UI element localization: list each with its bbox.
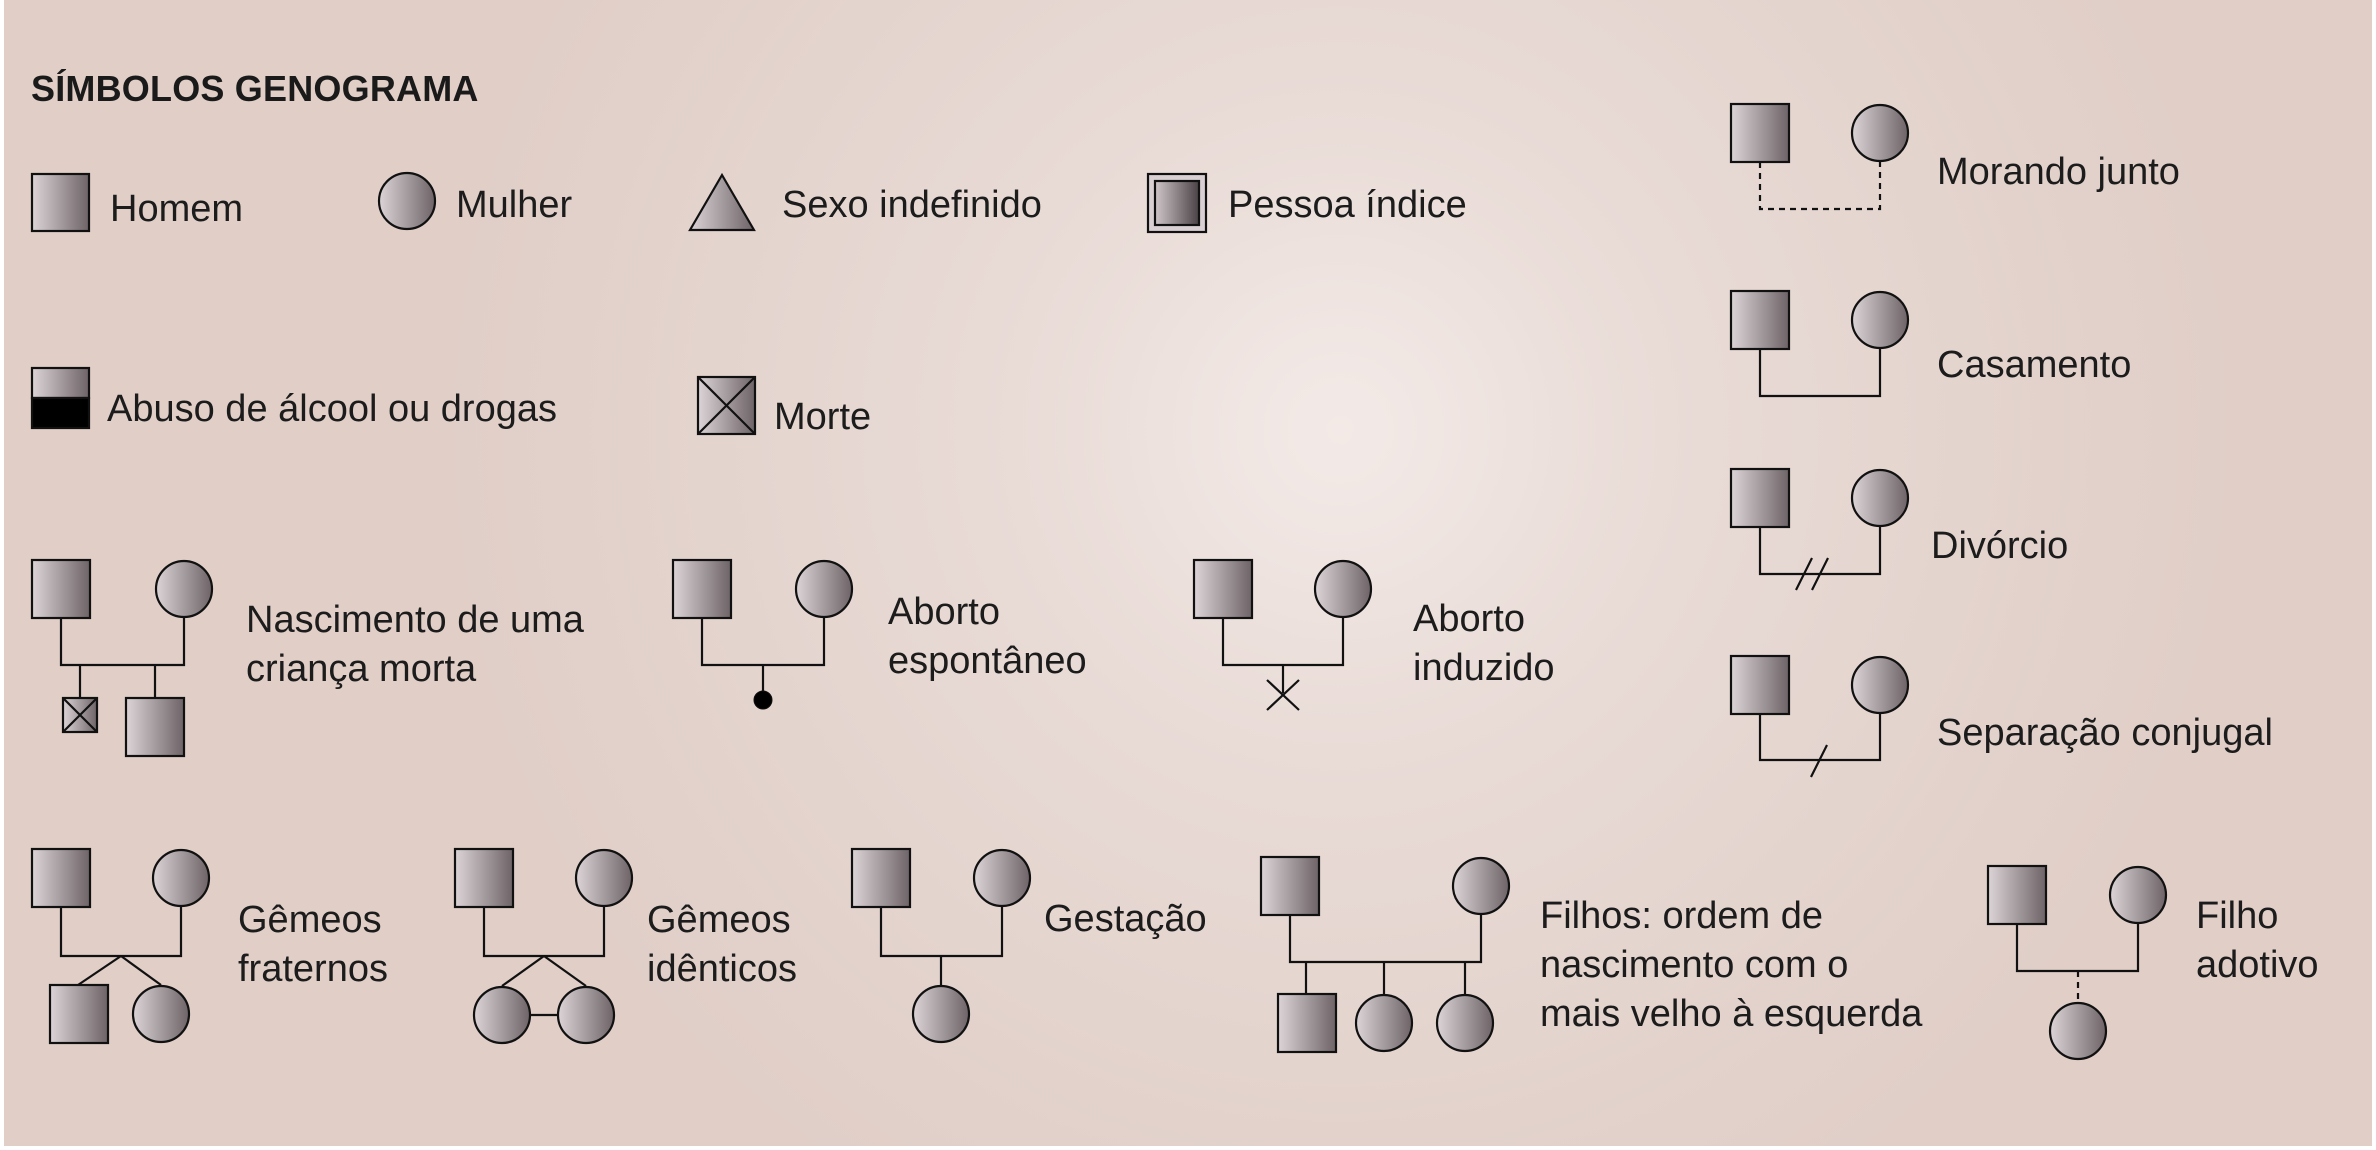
identical-twins-father (453, 847, 515, 909)
label-birth-order: Filhos: ordem de nascimento com o mais v… (1540, 892, 1922, 1039)
birth-order-mother (1451, 856, 1511, 916)
spontaneous-abortion-father (671, 558, 733, 620)
fraternal-twins-father (30, 847, 92, 909)
label-fraternal-twins-line-1: Gêmeos (238, 899, 382, 941)
stillborn-cross-line (62, 697, 98, 733)
separation-man (1729, 654, 1791, 716)
spontaneous-abortion-parent-line (700, 617, 826, 667)
label-adopted-line-1: Filho (2196, 895, 2279, 937)
separation-woman (1850, 655, 1910, 715)
label-identical-twins-line-2: idênticos (647, 948, 797, 990)
divorce-line (1758, 526, 1882, 576)
label-living-together: Morando junto (1937, 151, 2180, 193)
substance-abuse-lower-half (30, 396, 91, 430)
label-birth-order-line-3: mais velho à esquerda (1540, 993, 1923, 1035)
divorce-man (1729, 467, 1791, 529)
birth-order-parent-line (1288, 914, 1483, 964)
label-stillbirth: Nascimento de uma criança morta (246, 596, 584, 694)
label-birth-order-line-1: Filhos: ordem de (1540, 895, 1824, 937)
spontaneous-abortion-dot (753, 690, 773, 710)
sibling-child-square (124, 696, 186, 758)
label-marriage: Casamento (1937, 344, 2132, 386)
fraternal-twin-boy (48, 983, 110, 1045)
birth-order-third-child (1435, 993, 1495, 1053)
adopted-father (1986, 864, 2048, 926)
divorce-slash (1811, 557, 1829, 591)
living-together-dashed-line (1758, 161, 1882, 211)
identical-twin-girl (556, 985, 616, 1045)
label-induced-abortion-line-1: Aborto (1413, 598, 1525, 640)
identical-twin-branch (501, 955, 545, 987)
induced-abortion-father (1192, 558, 1254, 620)
fraternal-twins-parent-line (59, 906, 183, 958)
label-fraternal-twins: Gêmeos fraternos (238, 896, 388, 994)
marriage-man (1729, 289, 1791, 351)
separation-line (1758, 713, 1882, 762)
label-birth-order-line-2: nascimento com o (1540, 944, 1849, 986)
adopted-child (2048, 1001, 2108, 1061)
label-death: Morte (774, 396, 872, 438)
page-title: SÍMBOLOS GENOGRAMA (31, 68, 479, 109)
label-separation: Separação conjugal (1937, 712, 2273, 754)
label-spontaneous-abortion: Aborto espontâneo (888, 588, 1087, 686)
label-adopted: Filho adotivo (2196, 892, 2319, 990)
death-cross-line (697, 376, 756, 435)
label-man: Homem (110, 188, 244, 230)
fraternal-twins-mother (151, 848, 211, 908)
pregnancy-father (850, 847, 912, 909)
fraternal-twin-girl (131, 984, 191, 1044)
living-together-woman (1850, 103, 1910, 163)
induced-abortion-cross-line (1266, 679, 1300, 711)
label-identical-twins-line-1: Gêmeos (647, 899, 791, 941)
label-induced-abortion-line-2: induzido (1413, 647, 1555, 689)
label-fraternal-twins-line-2: fraternos (238, 948, 388, 990)
substance-abuse-upper-half (30, 366, 91, 400)
label-divorce: Divórcio (1931, 525, 2069, 567)
birth-order-second-child (1354, 993, 1414, 1053)
stillbirth-parent-line (59, 617, 186, 667)
label-index-person: Pessoa índice (1228, 184, 1467, 226)
marriage-woman (1850, 290, 1910, 350)
label-substance-abuse: Abuso de álcool ou drogas (107, 388, 557, 430)
man-symbol (30, 172, 91, 233)
label-pregnancy: Gestação (1044, 898, 1207, 940)
identical-twin-branch (543, 955, 587, 987)
living-together-man (1729, 102, 1791, 164)
spontaneous-abortion-mother (794, 559, 854, 619)
label-undefined-sex: Sexo indefinido (782, 184, 1042, 226)
pregnancy-child (911, 984, 971, 1044)
label-identical-twins: Gêmeos idênticos (647, 896, 797, 994)
divorce-slash (1795, 557, 1813, 591)
fraternal-twin-branch (120, 955, 162, 986)
pregnancy-parent-line (879, 906, 1004, 958)
adopted-mother (2108, 865, 2168, 925)
undefined-sex-triangle-symbol (688, 172, 756, 232)
label-stillbirth-line-2: criança morta (246, 648, 477, 690)
adopted-parent-line (2015, 923, 2140, 973)
pregnancy-mother (972, 848, 1032, 908)
induced-abortion-mother (1313, 559, 1373, 619)
stillbirth-mother (154, 559, 214, 619)
identical-twins-parent-line (482, 906, 606, 958)
fraternal-twin-branch (77, 955, 122, 986)
identical-twins-mother (574, 848, 634, 908)
index-person-inner-square (1153, 179, 1201, 227)
divorce-woman (1850, 468, 1910, 528)
separation-slash (1810, 744, 1828, 778)
label-spontaneous-abortion-line-1: Aborto (888, 591, 1000, 633)
label-spontaneous-abortion-line-2: espontâneo (888, 640, 1087, 682)
induced-abortion-parent-line (1221, 617, 1345, 667)
birth-order-first-child (1276, 992, 1338, 1054)
birth-order-father (1259, 855, 1321, 917)
identical-twin-girl (472, 985, 532, 1045)
label-induced-abortion: Aborto induzido (1413, 595, 1555, 693)
woman-symbol (377, 171, 437, 231)
label-stillbirth-line-1: Nascimento de uma (246, 599, 584, 641)
marriage-line (1758, 348, 1882, 398)
label-woman: Mulher (456, 184, 573, 226)
stillbirth-father (30, 558, 92, 620)
label-adopted-line-2: adotivo (2196, 944, 2319, 986)
